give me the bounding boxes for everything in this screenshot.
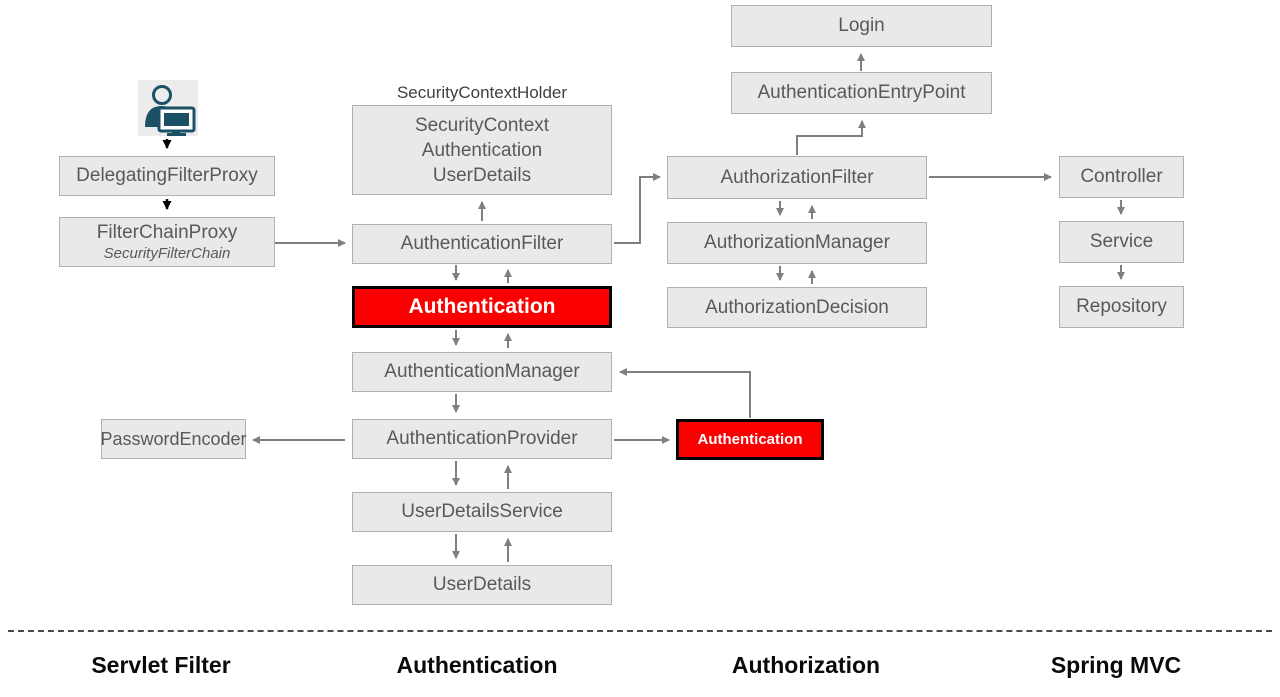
node-authorization-decision: AuthorizationDecision [667,287,927,328]
node-label: FilterChainProxy [96,221,238,243]
node-label: Authentication [421,139,543,161]
node-label: DelegatingFilterProxy [76,165,258,187]
node-authentication-manager: AuthenticationManager [352,352,612,392]
node-label: Login [838,15,885,37]
lane-separator-dashed-line [8,630,1272,632]
node-label: AuthenticationManager [384,361,580,383]
node-label: AuthorizationManager [704,232,890,254]
node-label: SecurityContext [414,114,550,136]
node-label: Repository [1076,296,1167,318]
node-security-context-holder: SecurityContext Authentication UserDetai… [352,105,612,195]
node-label: Controller [1080,166,1163,188]
user-at-computer-icon [138,80,198,136]
node-authentication-provider: AuthenticationProvider [352,419,612,459]
node-login: Login [731,5,992,47]
node-label: AuthenticationFilter [400,233,564,255]
node-filter-chain-proxy: FilterChainProxy SecurityFilterChain [59,217,275,267]
node-label: UserDetails [432,164,532,186]
node-sublabel: SecurityFilterChain [103,244,231,262]
node-delegating-filter-proxy: DelegatingFilterProxy [59,156,275,196]
lane-label-authentication: Authentication [396,652,558,678]
node-label: PasswordEncoder [100,428,247,449]
node-repository: Repository [1059,286,1184,328]
node-authentication-token: Authentication [352,286,612,328]
node-password-encoder: PasswordEncoder [100,419,247,459]
node-authentication-entry-point: AuthenticationEntryPoint [731,72,992,114]
arrow-authentication-result-to-authenticationmanager [619,368,751,418]
security-context-holder-title: SecurityContextHolder [396,83,568,102]
node-controller: Controller [1059,156,1184,198]
node-label: AuthenticationProvider [386,428,578,450]
lane-label-servlet-filter: Servlet Filter [91,652,231,678]
node-label: AuthorizationFilter [720,166,874,188]
lane-label-authorization: Authorization [731,652,881,678]
lane-label-spring-mvc: Spring MVC [1050,652,1182,678]
node-label: Authentication [697,430,803,448]
node-label: Authentication [408,294,556,318]
arrow-authorizationfilter-to-authenticationentrypoint [796,120,866,155]
node-user-details: UserDetails [352,565,612,605]
node-authentication-result-token: Authentication [676,419,824,460]
node-authorization-filter: AuthorizationFilter [667,156,927,199]
node-label: UserDetailsService [401,501,563,523]
node-label: UserDetails [432,574,532,596]
node-label: AuthenticationEntryPoint [757,82,966,104]
node-authorization-manager: AuthorizationManager [667,222,927,264]
node-label: Service [1089,231,1154,253]
node-user-details-service: UserDetailsService [352,492,612,532]
node-authentication-filter: AuthenticationFilter [352,224,612,264]
node-service: Service [1059,221,1184,263]
node-label: AuthorizationDecision [705,296,889,318]
arrow-authenticationfilter-to-authorizationfilter [614,173,661,244]
